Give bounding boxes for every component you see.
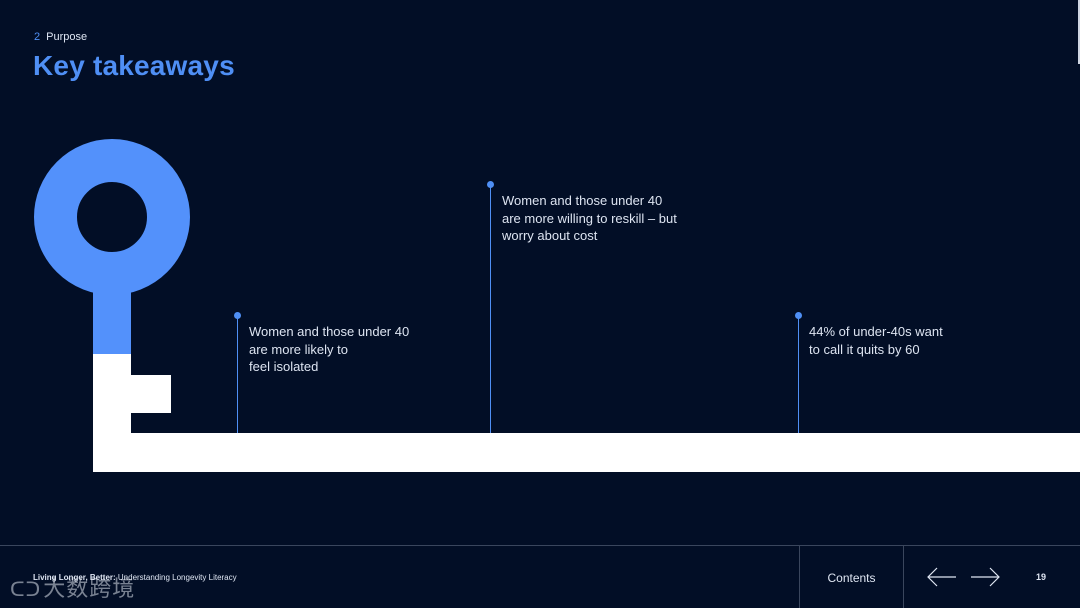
arrow-left-icon[interactable]: [926, 566, 958, 588]
contents-link[interactable]: Contents: [827, 570, 876, 585]
takeaway-line: to call it quits by 60: [809, 341, 920, 357]
key-shaft-graphic: [93, 280, 131, 355]
takeaway-line: are more likely to: [249, 341, 348, 357]
report-title-bold: Living Longer, Better:: [33, 573, 116, 582]
takeaway-marker-line: [490, 185, 491, 433]
report-title-rest: Understanding Longevity Literacy: [115, 573, 237, 582]
key-tooth-graphic: [130, 375, 171, 413]
takeaway-text: Women and those under 40 are more willin…: [502, 192, 677, 245]
takeaway-line: feel isolated: [249, 359, 319, 374]
section-name: Purpose: [46, 31, 88, 43]
arrow-right-icon[interactable]: [969, 566, 1001, 588]
takeaway-line: 44% of under-40s want: [809, 324, 943, 339]
page-title: Key takeaways: [33, 50, 235, 81]
takeaway-text: Women and those under 40 are more likely…: [249, 323, 409, 376]
page-number: 19: [1036, 572, 1047, 582]
section-label: 2 Purpose: [34, 31, 87, 43]
footer-bar: Living Longer, Better: Understanding Lon…: [0, 545, 1080, 608]
edge-divider: [1078, 0, 1080, 64]
takeaway-line: worry about cost: [502, 228, 598, 243]
takeaway-marker-line: [798, 316, 799, 433]
takeaway-text: 44% of under-40s want to call it quits b…: [809, 323, 943, 358]
footer-divider: [903, 546, 904, 608]
takeaway-line: Women and those under 40: [249, 324, 410, 339]
takeaway-marker-dot: [234, 312, 241, 319]
takeaway-marker-line: [237, 316, 238, 433]
takeaway-line: are more willing to reskill – but: [502, 210, 677, 226]
footer-divider: [799, 546, 800, 608]
report-title: Living Longer, Better: Understanding Lon…: [33, 573, 237, 582]
takeaway-line: Women and those under 40: [502, 193, 663, 208]
takeaway-marker-dot: [795, 312, 802, 319]
key-ring-graphic: [34, 139, 190, 295]
section-number: 2: [34, 31, 41, 43]
takeaway-marker-dot: [487, 181, 494, 188]
key-blade-graphic: [93, 433, 1080, 472]
